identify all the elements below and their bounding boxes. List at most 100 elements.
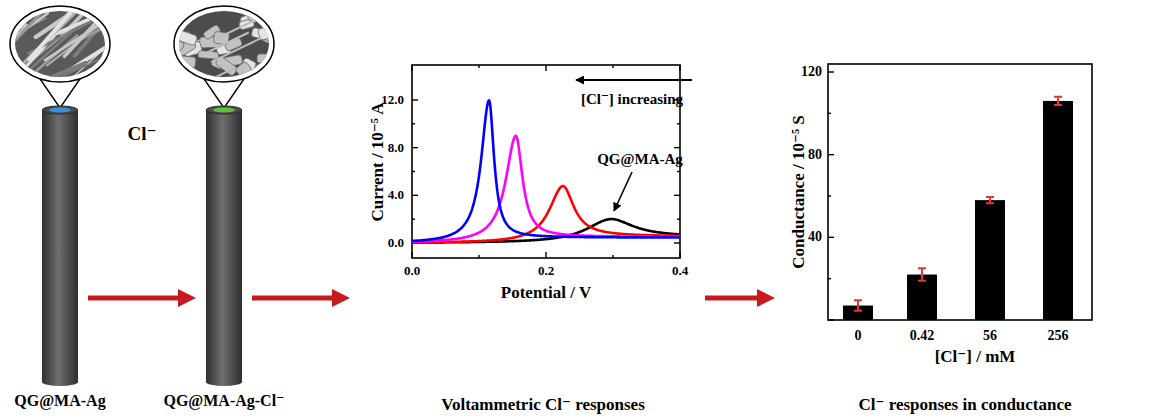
sem-fiber xyxy=(0,0,35,38)
sem-image xyxy=(0,0,153,114)
electrode-label: QG@MA-Ag xyxy=(14,392,105,410)
panel-caption: Cl⁻ responses in conductance xyxy=(858,395,1071,415)
sem-crystal xyxy=(174,29,198,46)
sem-fiber xyxy=(64,0,137,56)
axis-tick xyxy=(677,171,680,172)
sem-fiber xyxy=(0,6,48,64)
category-label: 56 xyxy=(983,328,997,344)
panel-caption: Voltammetric Cl⁻ responses xyxy=(441,395,645,415)
axis-tick xyxy=(412,123,415,124)
ion-label: Cl⁻ xyxy=(127,123,156,145)
trend-arrow xyxy=(576,79,692,81)
electrode-surface xyxy=(49,107,71,112)
error-bar xyxy=(918,268,926,280)
rod-top xyxy=(206,106,242,114)
axis-tick xyxy=(677,123,680,124)
axis-tick xyxy=(828,237,834,238)
axis-tick xyxy=(412,147,418,148)
tick-label: 8.0 xyxy=(388,140,404,155)
axis-tick xyxy=(478,65,479,68)
sem-crystal xyxy=(247,8,261,21)
conductance-bar xyxy=(975,200,1005,320)
axis-tick xyxy=(612,255,613,258)
pointer-arrow xyxy=(614,172,632,211)
curve-label: QG@MA-Ag xyxy=(597,151,683,168)
axis-tick xyxy=(674,147,680,148)
axis-tick xyxy=(674,195,680,196)
sem-fiber xyxy=(75,14,111,56)
axis-title: Conductance / 10⁻⁵ S xyxy=(789,115,809,268)
axis-tick xyxy=(828,319,834,320)
sem-fiber xyxy=(185,68,235,92)
axis-tick xyxy=(679,252,680,258)
axis-tick xyxy=(679,65,680,71)
sem-fiber xyxy=(73,28,137,68)
error-bar xyxy=(986,197,994,203)
sem-crystal xyxy=(247,72,269,89)
tick-label: 0.2 xyxy=(538,264,554,279)
sem-fiber xyxy=(211,38,261,62)
electrode-symbol xyxy=(32,104,88,388)
axis-tick xyxy=(677,218,680,219)
axis-tick xyxy=(828,71,834,72)
sem-fiber xyxy=(45,0,136,60)
sem-fiber xyxy=(199,32,249,56)
axis-title: Potential / V xyxy=(501,283,591,303)
electrode-rod: QG@MA-Ag-Cl⁻ xyxy=(196,104,252,388)
sem-crystal xyxy=(235,61,253,78)
trend-note: [Cl⁻] increasing xyxy=(581,91,683,108)
callout-tail xyxy=(204,79,244,108)
sem-crystal xyxy=(174,55,196,68)
category-label: 256 xyxy=(1048,328,1069,344)
axis-tick xyxy=(545,252,546,258)
sem-crystal xyxy=(183,71,202,80)
tick-label: 0.0 xyxy=(404,264,420,279)
axis-tick xyxy=(828,278,831,279)
tick-label: 0.0 xyxy=(388,236,404,251)
flow-arrow xyxy=(88,296,184,301)
sem-crystal xyxy=(257,54,275,63)
callout-tail xyxy=(40,79,80,108)
rod-base xyxy=(42,378,78,386)
error-bar xyxy=(1054,97,1062,105)
tick-label: 40 xyxy=(808,229,822,245)
rod-top xyxy=(42,106,78,114)
axis-tick xyxy=(828,113,831,114)
voltammogram-curve xyxy=(412,100,680,241)
axis-tick xyxy=(412,195,418,196)
electrode-surface xyxy=(213,107,235,112)
flow-arrow xyxy=(705,296,763,301)
axis-tick xyxy=(411,252,412,258)
sem-fiber xyxy=(54,55,109,80)
category-label: 0 xyxy=(855,328,862,344)
rod-body xyxy=(206,110,242,382)
sem-crystal xyxy=(166,56,185,74)
axis-tick xyxy=(828,154,834,155)
tick-label: 4.0 xyxy=(388,188,404,203)
rod-body xyxy=(42,110,78,382)
sem-crystal xyxy=(196,72,218,90)
axis-tick xyxy=(478,255,479,258)
axis-tick xyxy=(411,65,412,71)
flow-arrow xyxy=(252,296,338,301)
axis-tick xyxy=(545,65,546,71)
axis-title: Current / 10⁻⁵ A xyxy=(368,102,388,221)
sem-crystal xyxy=(180,8,195,22)
axis-tick xyxy=(674,242,680,243)
callout-bubble xyxy=(174,6,274,82)
axis-tick xyxy=(412,218,415,219)
axis-tick xyxy=(412,171,415,172)
plot-frame xyxy=(828,64,1092,320)
electrode-symbol xyxy=(196,104,252,388)
sem-crystal xyxy=(166,3,183,10)
sem-ground xyxy=(174,6,274,82)
sem-image xyxy=(166,3,276,91)
axis-tick xyxy=(828,195,831,196)
electrode-label: QG@MA-Ag-Cl⁻ xyxy=(163,392,284,410)
electrode-rod: QG@MA-Ag xyxy=(32,104,88,388)
tick-label: 120 xyxy=(801,64,822,80)
axis-tick xyxy=(612,65,613,68)
error-bar xyxy=(854,300,862,310)
